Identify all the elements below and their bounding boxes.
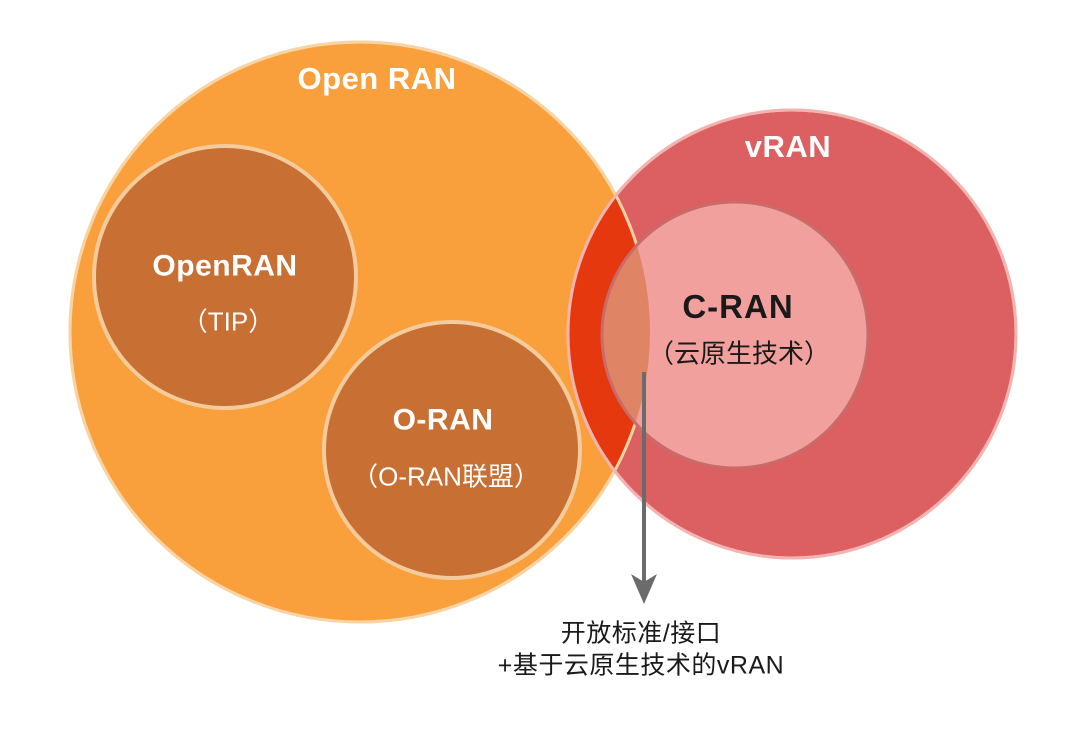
- vran-circle-edge: [566, 108, 1018, 560]
- c-ran-sublabel: （云原生技术）: [647, 338, 831, 369]
- o-ran-circle: [322, 320, 582, 580]
- c-ran-label: C-RAN: [682, 287, 794, 325]
- c-ran-circle-edge: [600, 200, 870, 470]
- c-ran-circle: [602, 202, 868, 468]
- annotation-line-1: 开放标准/接口: [560, 619, 722, 648]
- openran-tip-sublabel: （TIP）: [181, 306, 275, 337]
- annotation-arrow-head: [631, 574, 657, 604]
- open-ran-label: Open RAN: [297, 60, 457, 96]
- openran-tip-circle: [92, 144, 358, 410]
- annotation-line-2: +基于云原生技术的vRAN: [497, 651, 785, 680]
- openran-tip-label: OpenRAN: [152, 249, 298, 283]
- o-ran-label: O-RAN: [392, 403, 494, 437]
- o-ran-sublabel: （O-RAN联盟）: [352, 461, 540, 492]
- vran-label: vRAN: [744, 128, 832, 164]
